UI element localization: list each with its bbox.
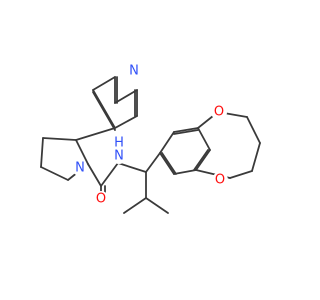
atom-label: N [75, 161, 85, 176]
benzene-bond [197, 127, 211, 151]
amide-bond [100, 162, 119, 187]
atom-background [72, 160, 88, 176]
atom-label: N [129, 64, 139, 79]
atom-background [126, 63, 142, 79]
atom-background [211, 104, 227, 120]
pyridine-bond [92, 89, 116, 129]
atom-background [112, 136, 126, 150]
atom-background [93, 191, 109, 207]
methyl-bond [145, 197, 169, 214]
amine-bond [117, 162, 147, 173]
pyridine-bond [114, 89, 138, 104]
atom-label: O [214, 105, 224, 120]
atom-label: O [96, 192, 106, 207]
atom-background [212, 172, 228, 188]
dioxane-bond [246, 116, 261, 144]
pyridine-bond [92, 76, 116, 91]
double-bond-line [173, 129, 199, 135]
pyrrolidine-bond [75, 139, 89, 165]
dioxane-bond [251, 142, 261, 172]
double-bond-line [193, 149, 209, 171]
amide-bond [87, 163, 102, 187]
pyridine-bond [114, 115, 138, 129]
double-bond-line [161, 152, 177, 175]
benzene-bond [195, 149, 211, 171]
atom-label: O [215, 173, 225, 188]
atom-label: H [114, 136, 124, 151]
pyrrolidine-bond [40, 166, 69, 181]
aryl-link-bond [145, 152, 161, 173]
benzene-bond [159, 152, 175, 175]
atom-label: N [114, 149, 124, 164]
dioxane-bond [229, 170, 253, 179]
benzene-bond [173, 169, 197, 175]
benzene-bond [159, 131, 175, 154]
aryl-link-bond [75, 127, 116, 141]
benzene-bond [173, 127, 199, 133]
methyl-bond [123, 197, 147, 214]
bond-layer [40, 76, 261, 214]
pyrrolidine-bond [40, 137, 44, 168]
atom-background [111, 148, 127, 164]
double-bond-line [92, 91, 116, 131]
pyrrolidine-bond [42, 137, 77, 141]
